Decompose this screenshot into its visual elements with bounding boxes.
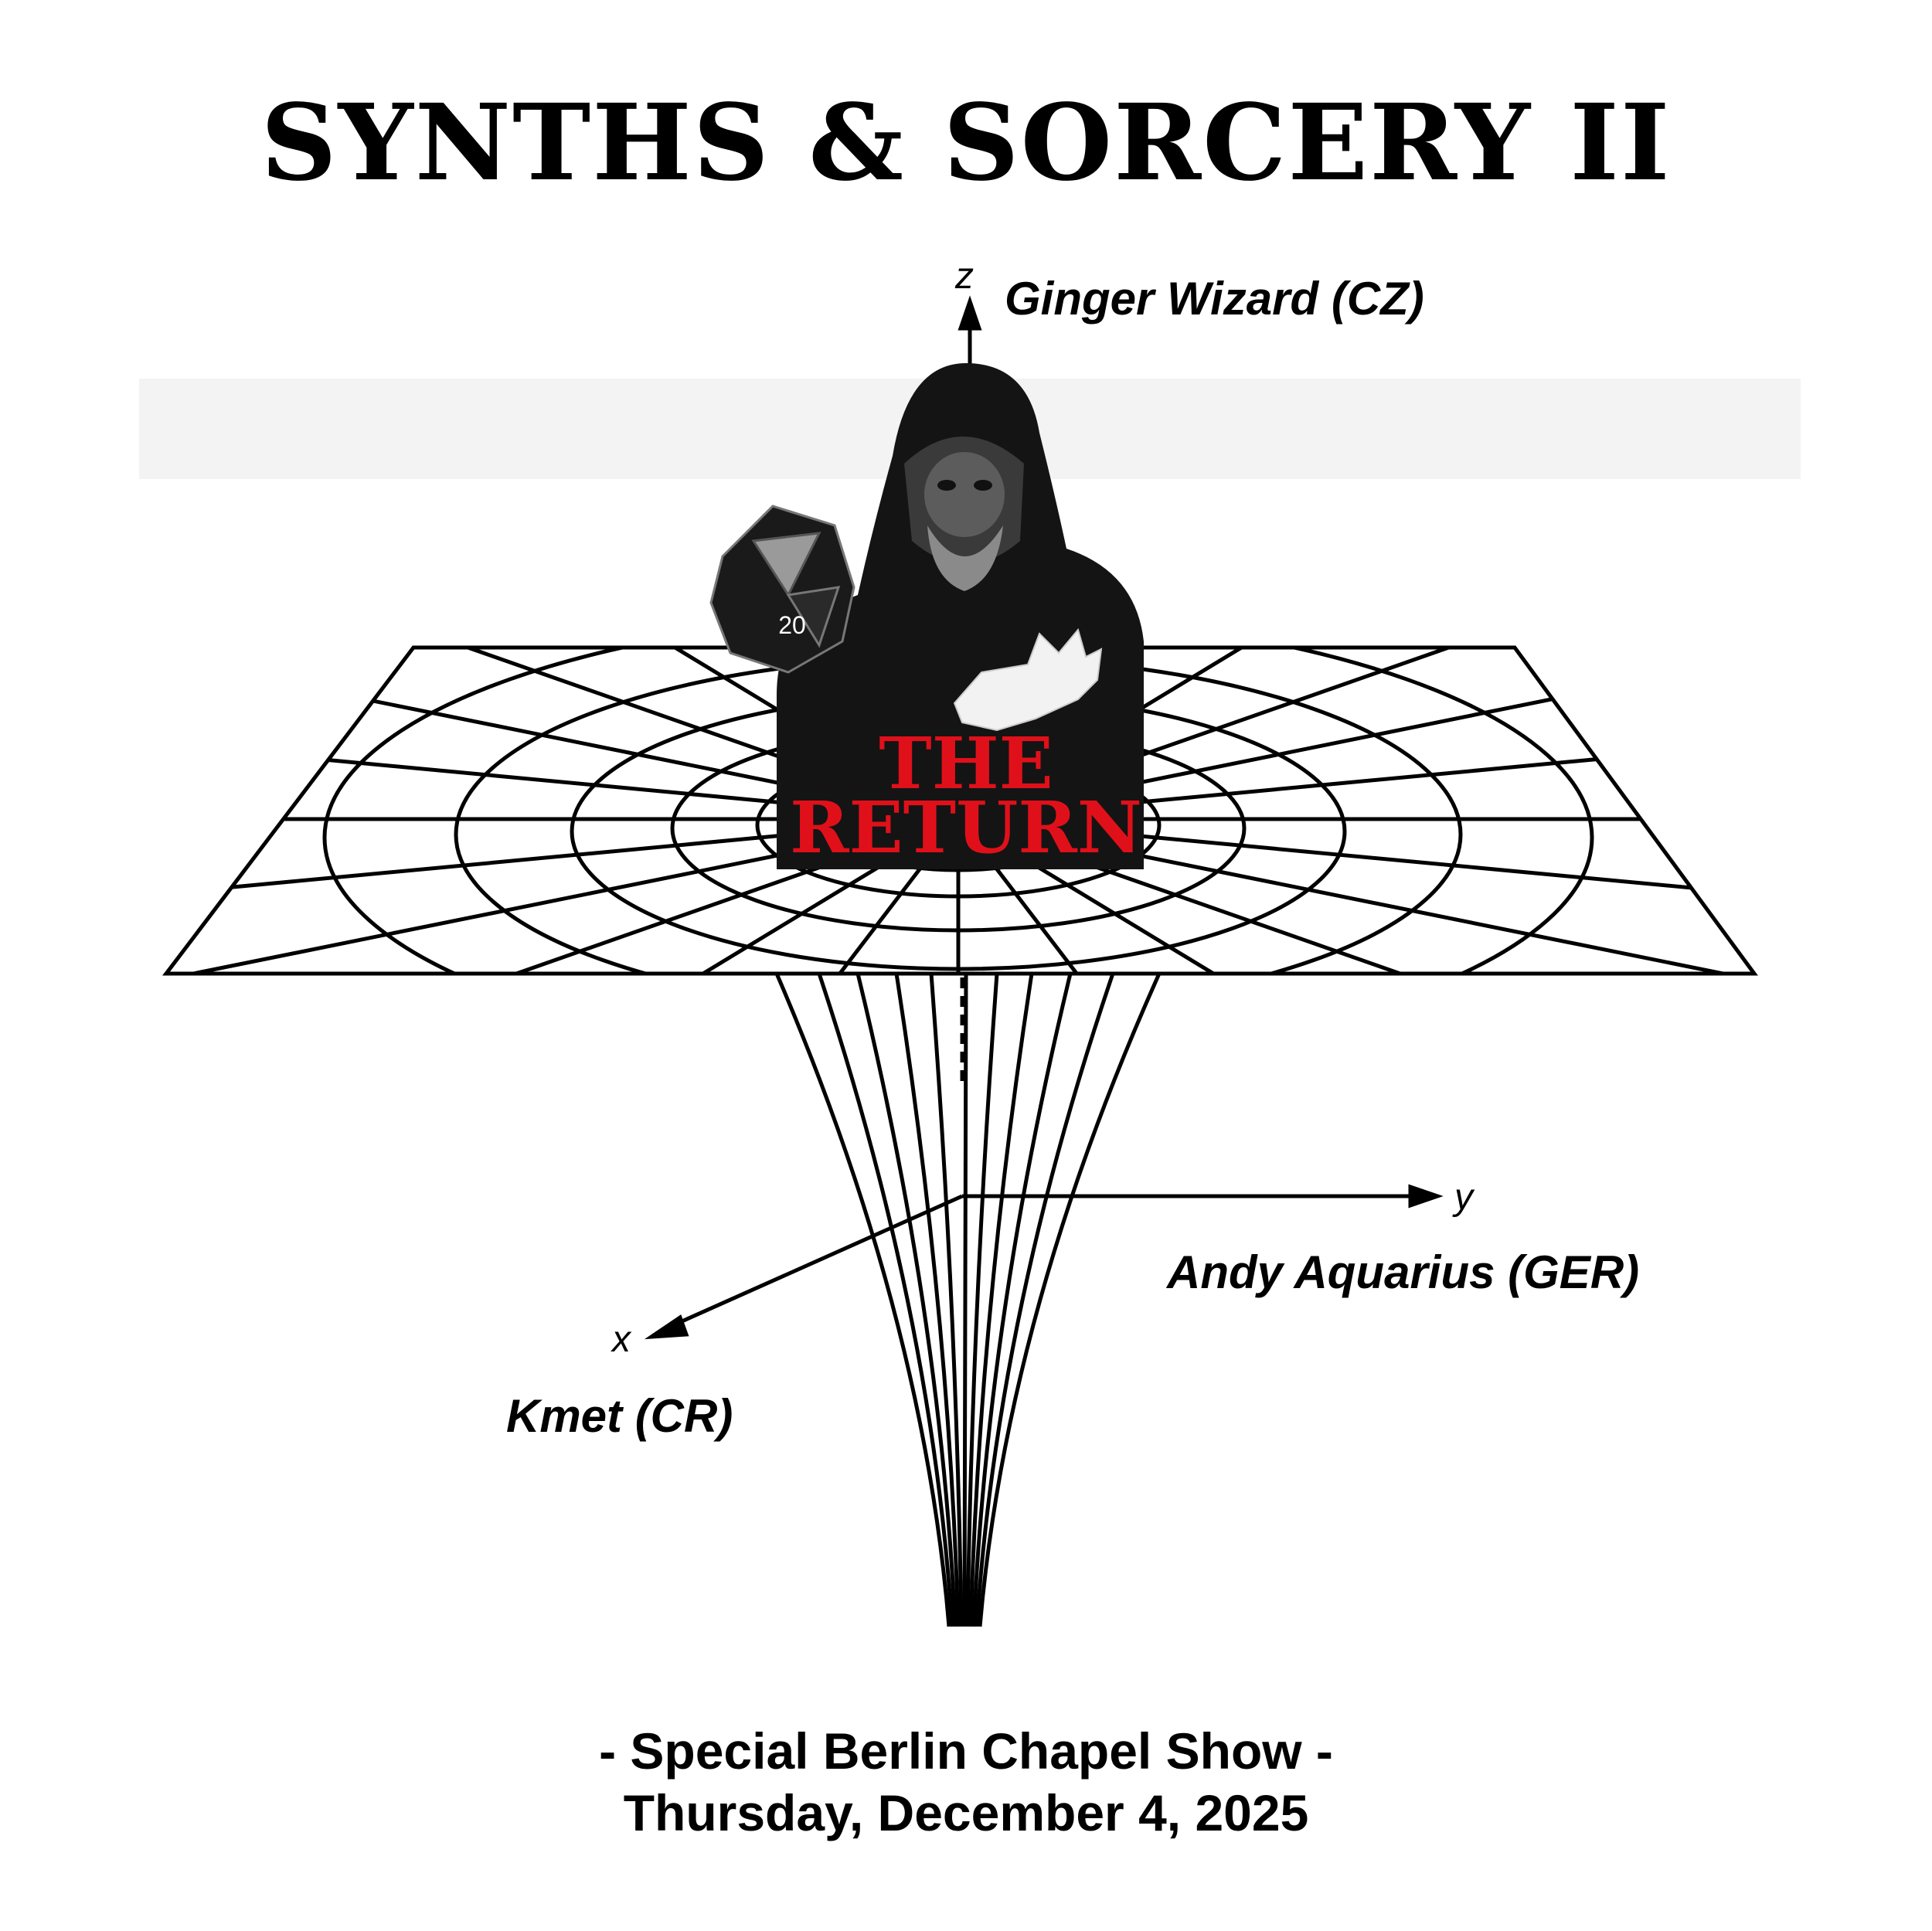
y-axis-arrowhead (1408, 1184, 1444, 1209)
z-axis-arrowhead (957, 295, 982, 331)
funnel-line (774, 973, 951, 1627)
grid-radial (1031, 831, 1754, 974)
y-axis-label: y (1454, 1177, 1473, 1218)
funnel-line (855, 973, 957, 1627)
grid-ring (322, 648, 1594, 974)
grid-radial (301, 838, 900, 974)
poster-title: SYNTHS & SORCERY II (260, 81, 1672, 205)
funnel-line (965, 973, 999, 1627)
funnel-line (971, 973, 1073, 1627)
funnel-line (968, 973, 1034, 1627)
z-axis-label: z (955, 256, 974, 297)
x-axis-arrowhead (644, 1314, 689, 1340)
gravity-well-grid-icon (162, 645, 1758, 1627)
wizard-figure-icon (777, 363, 1144, 869)
d20-dice-icon: 20 (709, 505, 855, 674)
grid-radial (1017, 838, 1615, 974)
grid-radial (999, 842, 1423, 974)
funnel-line (929, 973, 964, 1627)
artist-ginger-wizard: Ginger Wizard (CZ) (1005, 273, 1424, 325)
coordinate-axes (644, 295, 1444, 1340)
artist-andy-aquarius: Andy Aquarius (GER) (1167, 1246, 1640, 1298)
overlay-return: RETURN (790, 786, 1142, 869)
funnel-line (975, 973, 1115, 1627)
artist-kmet: Kmet (CR) (506, 1390, 733, 1442)
funnel-line (978, 972, 1162, 1627)
grid-radial (978, 846, 1200, 974)
grid-radial (493, 842, 917, 974)
funnel-line (962, 973, 968, 1627)
grid-radial (716, 846, 938, 974)
sheet-outline (162, 645, 1758, 976)
dice-number: 20 (778, 611, 806, 639)
funnel-line (817, 973, 954, 1627)
x-axis-label: x (612, 1319, 631, 1360)
grid-rings (166, 648, 1754, 974)
footer-date: Thursday, December 4, 2025 (623, 1784, 1309, 1841)
funnel-line (894, 973, 961, 1627)
footer-show-name: - Special Berlin Chapel Show - (599, 1722, 1333, 1780)
grid-radial (166, 831, 886, 974)
x-axis-line (663, 1194, 964, 1331)
overlay-the: THE (879, 722, 1053, 805)
